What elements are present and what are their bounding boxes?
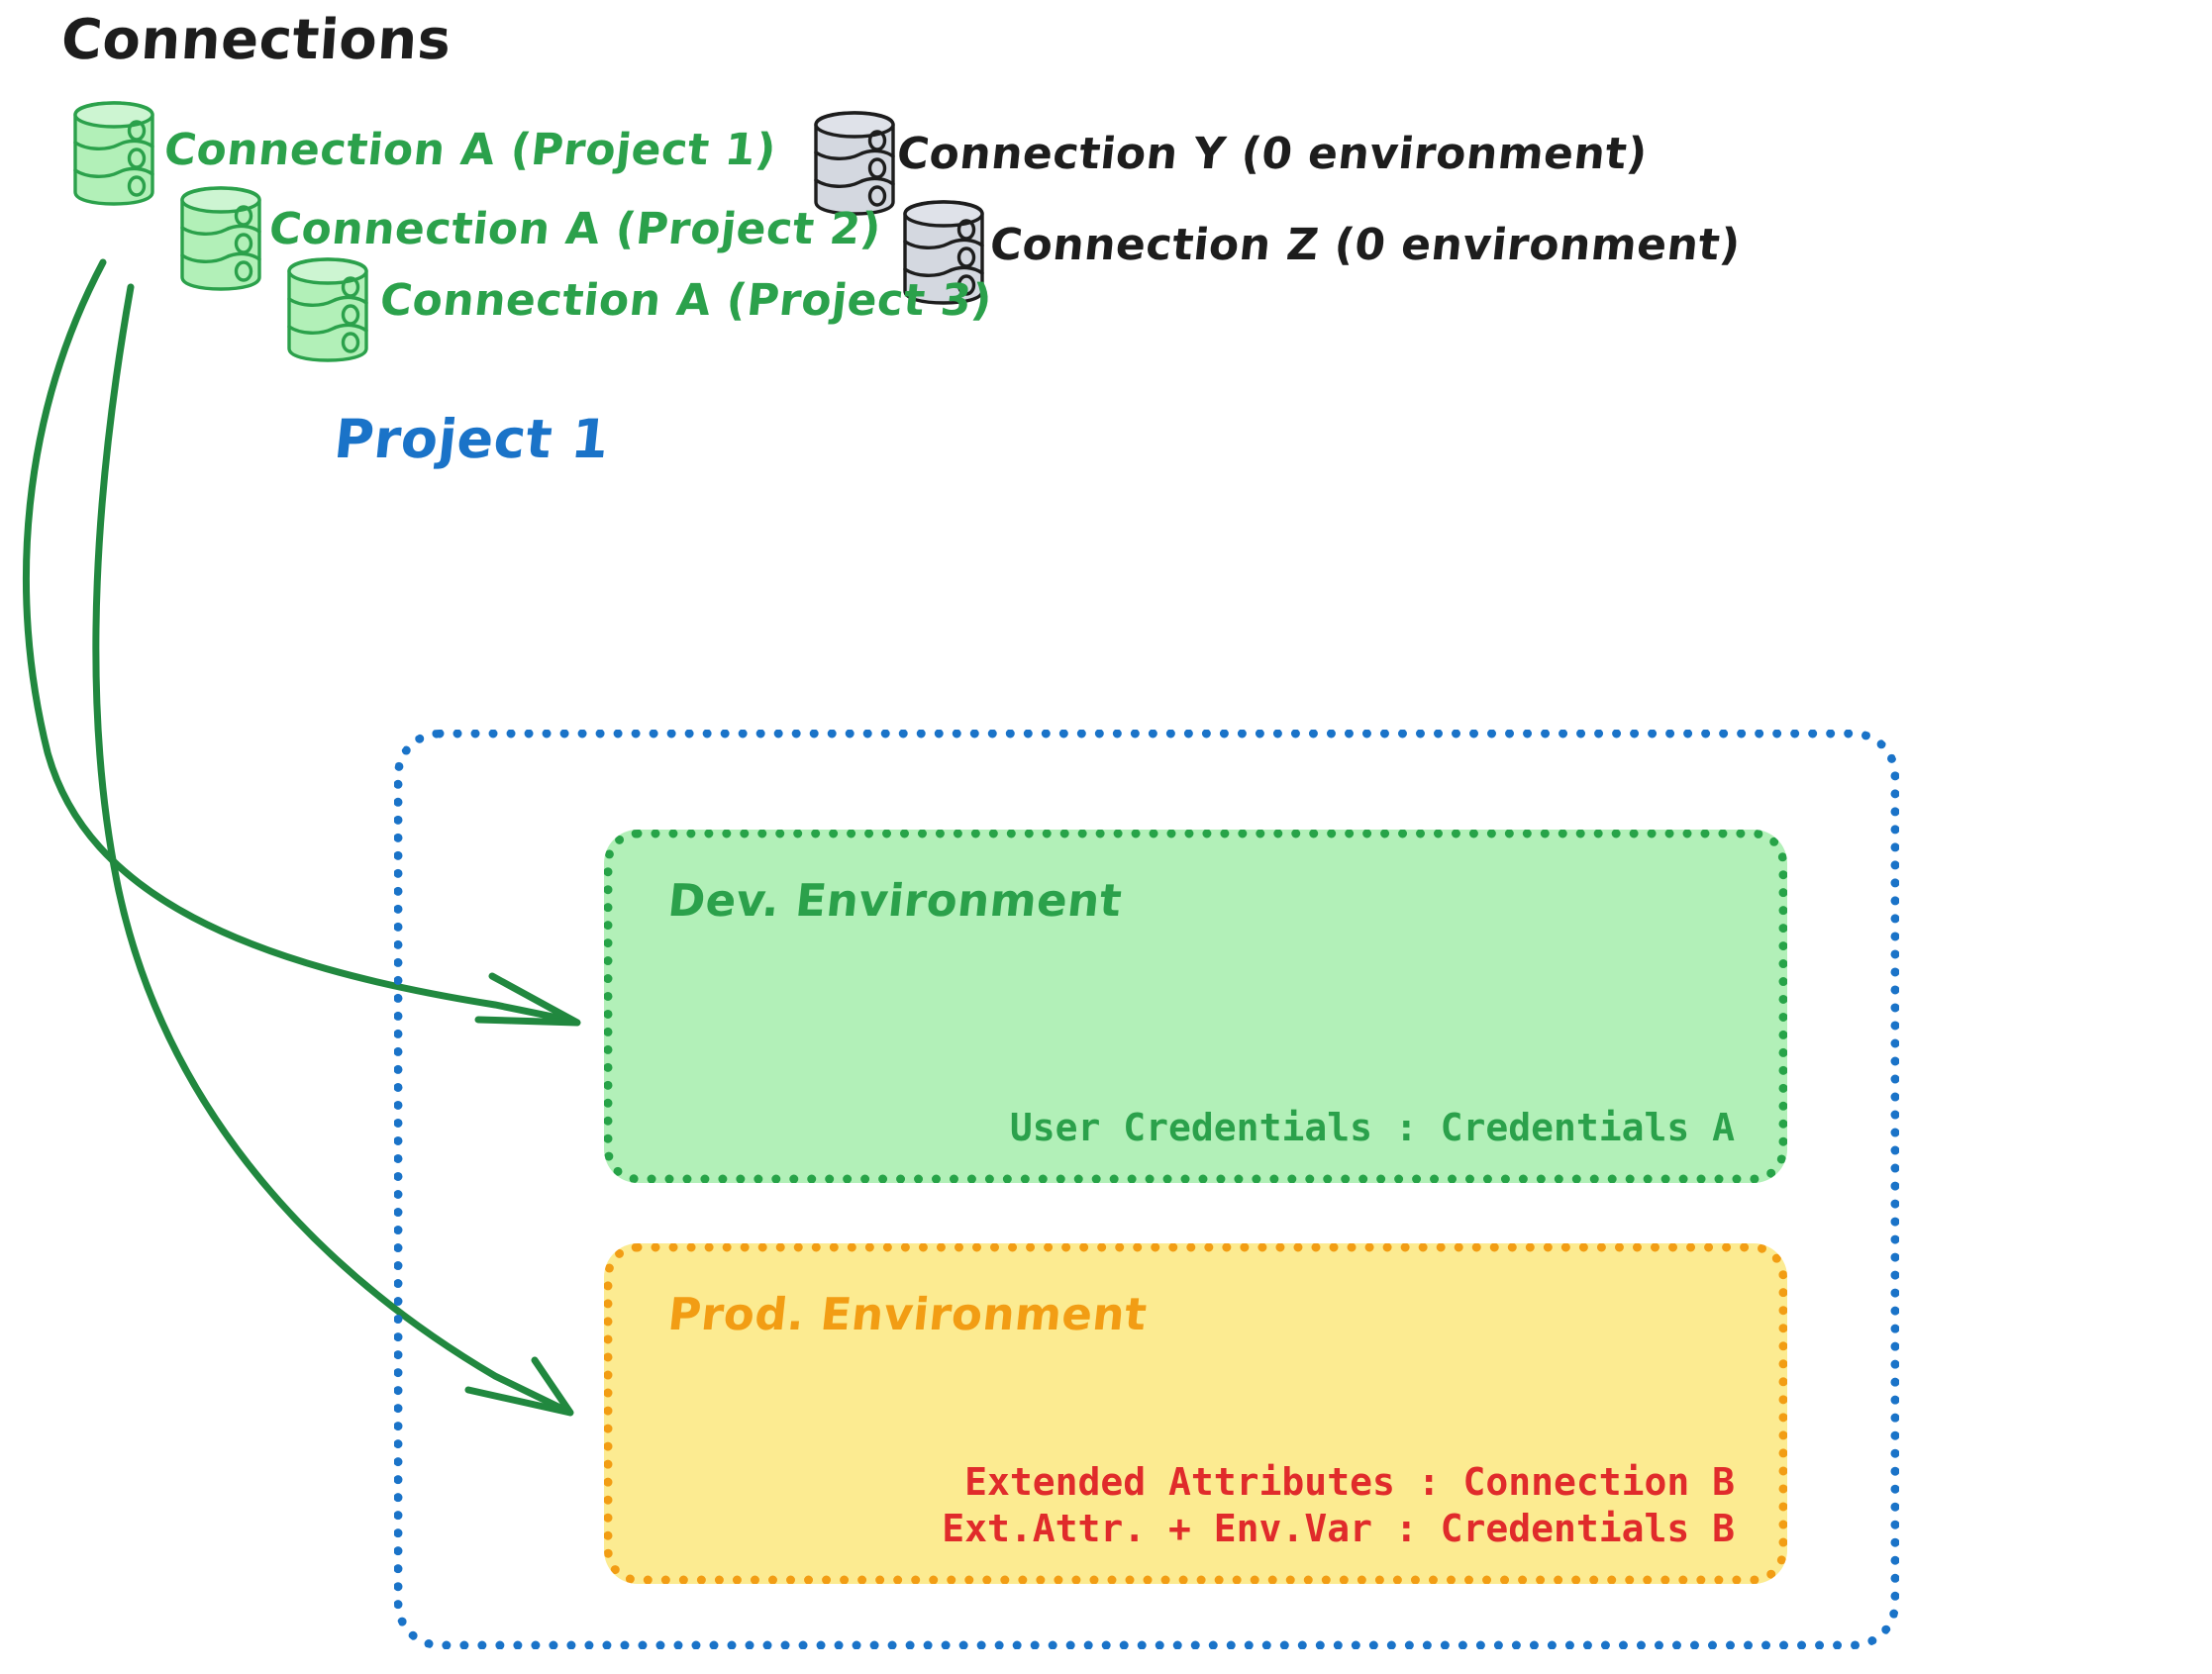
dev-environment-title: Dev. Environment — [665, 874, 1125, 927]
page-title: Connections — [58, 8, 453, 72]
database-icon-connection-a-project-3 — [287, 257, 368, 362]
database-icon-connection-a-project-2 — [180, 186, 261, 291]
prod-environment-line-2: Ext.Attr. + Env.Var : Credentials B — [942, 1506, 1735, 1550]
prod-environment-line-1: Extended Attributes : Connection B — [964, 1460, 1735, 1505]
connection-label-y: Connection Y (0 environment) — [894, 129, 1651, 179]
connection-label-a-project-2: Connection A (Project 2) — [266, 204, 884, 254]
database-icon-connection-a-project-1 — [73, 101, 154, 206]
connection-label-a-project-1: Connection A (Project 1) — [161, 125, 779, 175]
project-title: Project 1 — [331, 408, 613, 470]
database-icon-connection-y — [814, 111, 895, 216]
connection-label-z: Connection Z (0 environment) — [987, 220, 1744, 270]
database-icon-connection-z — [903, 200, 984, 305]
dev-environment-details: User Credentials : Credentials A — [1010, 1105, 1735, 1150]
dev-environment-box: Dev. Environment User Credentials : Cred… — [604, 830, 1787, 1183]
prod-environment-box: Prod. Environment Extended Attributes : … — [604, 1243, 1787, 1584]
dev-environment-line-1: User Credentials : Credentials A — [1009, 1105, 1735, 1149]
connection-label-a-project-3: Connection A (Project 3) — [377, 275, 995, 326]
project-1-container — [394, 730, 1899, 1649]
prod-environment-details: Extended Attributes : Connection B Ext.A… — [942, 1459, 1735, 1551]
prod-environment-title: Prod. Environment — [665, 1288, 1150, 1340]
